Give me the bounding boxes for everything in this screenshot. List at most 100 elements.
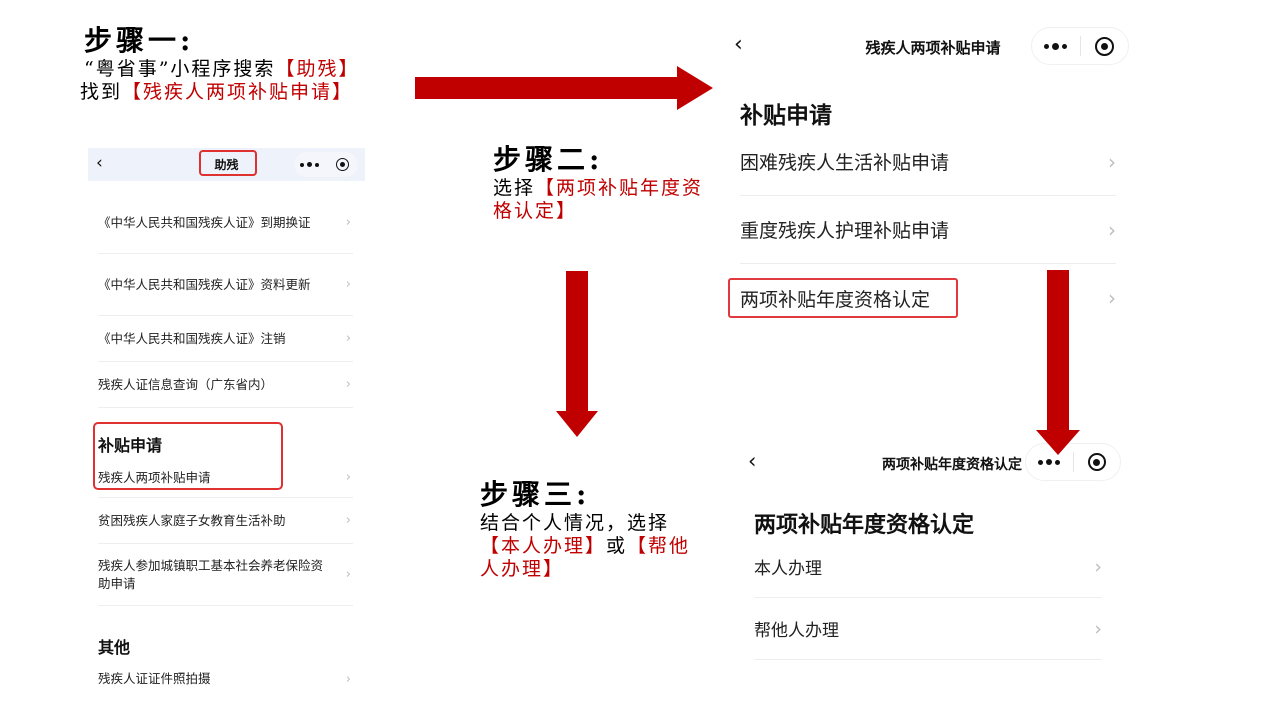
step-one-desc-highlight: 【助残】 (275, 58, 360, 80)
list-item[interactable]: 《中华人民共和国残疾人证》到期换证 › (98, 192, 353, 254)
list-item-label: 残疾人参加城镇职工基本社会养老保险资助申请 (98, 557, 324, 591)
nav-title: 两项补贴年度资格认定 (882, 457, 1022, 473)
step-three-instructions: 步骤三: 结合个人情况，选择【本人办理】或【帮他人办理】 (480, 478, 710, 581)
back-icon[interactable]: ‹ (96, 153, 103, 173)
arrow-right-icon (415, 66, 713, 110)
back-icon[interactable]: ‹ (748, 449, 757, 473)
close-miniprogram-icon[interactable] (1081, 28, 1129, 64)
step-one-instructions: 步骤一: “粤省事”小程序搜索【助残】 找到【残疾人两项补贴申请】 (80, 24, 424, 104)
step-one-desc-line2: 找到【残疾人两项补贴申请】 (80, 81, 424, 104)
list-item-label: 帮他人办理 (754, 621, 839, 641)
more-icon[interactable] (1032, 28, 1080, 64)
close-miniprogram-icon[interactable] (327, 152, 359, 177)
page-heading: 补贴申请 (740, 103, 832, 129)
close-miniprogram-icon[interactable] (1074, 444, 1121, 480)
subsidy-section: 补贴申请 残疾人两项补贴申请 › 贫困残疾人家庭子女教育生活补助 › 残疾人参加… (98, 428, 353, 606)
navigation-bar: ‹ 助残 (88, 148, 365, 181)
navigation-bar: ‹ 两项补贴年度资格认定 (742, 440, 1132, 484)
chevron-right-icon: › (1094, 617, 1102, 640)
list-item-label: 本人办理 (754, 559, 822, 579)
other-section: 其他 残疾人证证件照拍摄 › (98, 630, 353, 694)
step-two-desc-highlight: 【两项补贴年度资格认定】 (493, 177, 704, 222)
chevron-right-icon: › (1108, 149, 1116, 174)
step-three-title: 步骤三: (480, 478, 591, 511)
phone-screen-search-results: ‹ 助残 《中华人民共和国残疾人证》到期换证 › 《中华人民共和国残疾人证》资料… (88, 148, 365, 708)
list-item-annual-qualification[interactable]: 两项补贴年度资格认定 › (740, 264, 1116, 332)
list-item[interactable]: 《中华人民共和国残疾人证》注销 › (98, 316, 353, 362)
chevron-right-icon: › (345, 377, 351, 392)
down-arrow-phone2-to-phone3 (1035, 270, 1081, 456)
chevron-right-icon: › (345, 215, 351, 230)
list-item[interactable]: 残疾人证信息查询（广东省内） › (98, 362, 353, 408)
list-item-nursing-subsidy[interactable]: 重度残疾人护理补贴申请 › (740, 196, 1116, 264)
highlight-box-subsidy (93, 422, 283, 490)
nav-title: 助残 (214, 158, 239, 172)
list-item-label: 两项补贴年度资格认定 (740, 288, 931, 311)
list-item-living-subsidy[interactable]: 困难残疾人生活补贴申请 › (740, 128, 1116, 196)
step-three-desc: 结合个人情况，选择【本人办理】或【帮他人办理】 (480, 512, 710, 581)
chevron-right-icon: › (345, 331, 351, 346)
step-three-highlight-self: 【本人办理】 (480, 535, 607, 557)
chevron-right-icon: › (345, 470, 351, 485)
chevron-right-icon: › (1108, 217, 1116, 242)
chevron-right-icon: › (345, 277, 351, 292)
miniprogram-capsule (1031, 27, 1129, 65)
chevron-right-icon: › (1108, 286, 1116, 310)
chevron-right-icon: › (345, 513, 351, 528)
step-three-highlight-others: 【帮他人办理】 (480, 535, 691, 580)
step-one-desc-text: “粤省事”小程序搜索 (84, 58, 276, 80)
phone-screen-annual-qualification: ‹ 两项补贴年度资格认定 两项补贴年度资格认定 本人办理 › 帮他人办理 › (742, 440, 1132, 680)
list-item-label: 贫困残疾人家庭子女教育生活补助 (98, 512, 286, 528)
list-item-label: 重度残疾人护理补贴申请 (740, 220, 950, 242)
section-title-subsidy: 补贴申请 (98, 436, 163, 455)
nav-title: 残疾人两项补贴申请 (865, 39, 1001, 57)
list-item-label: 残疾人证证件照拍摄 (98, 671, 211, 686)
more-icon[interactable] (294, 152, 326, 177)
highlight-box-title (199, 150, 257, 176)
step-one-desc-text-2: 找到 (80, 81, 123, 103)
list-item[interactable]: 残疾人证证件照拍摄 › (98, 664, 353, 694)
chevron-right-icon: › (345, 567, 351, 582)
back-icon[interactable]: ‹ (734, 32, 743, 57)
list-item-label: 《中华人民共和国残疾人证》到期换证 (98, 214, 311, 230)
step-one-desc-highlight-2: 【残疾人两项补贴申请】 (122, 81, 354, 103)
capsule-divider (1072, 452, 1074, 472)
miniprogram-capsule (1025, 443, 1121, 481)
list-item-self[interactable]: 本人办理 › (754, 536, 1102, 598)
arrow-down-icon (556, 271, 598, 437)
step-one-title: 步骤一: (84, 24, 195, 57)
step-three-desc-text: 结合个人情况，选择 (480, 512, 670, 534)
list-item-two-subsidies[interactable]: 残疾人两项补贴申请 › (98, 458, 353, 498)
list-item[interactable]: 《中华人民共和国残疾人证》资料更新 › (98, 254, 353, 316)
navigation-bar: ‹ 残疾人两项补贴申请 (728, 24, 1138, 68)
list-item-label: 残疾人证信息查询（广东省内） (98, 376, 274, 392)
subsidy-options-list: 困难残疾人生活补贴申请 › 重度残疾人护理补贴申请 › 两项补贴年度资格认定 › (740, 128, 1116, 332)
step-one-desc-line1: “粤省事”小程序搜索【助残】 (84, 58, 424, 81)
list-item-label: 《中华人民共和国残疾人证》资料更新 (98, 276, 311, 292)
down-arrow-step2-to-step3 (555, 271, 599, 439)
step-two-instructions: 步骤二: 选择【两项补贴年度资格认定】 (493, 143, 713, 223)
right-arrow-step1-to-step2 (415, 66, 715, 110)
chevron-right-icon: › (345, 671, 351, 687)
section-title-other: 其他 (98, 638, 131, 657)
more-icon[interactable] (1026, 444, 1073, 480)
list-item-others[interactable]: 帮他人办理 › (754, 598, 1102, 660)
certificate-services-list: 《中华人民共和国残疾人证》到期换证 › 《中华人民共和国残疾人证》资料更新 › … (98, 192, 353, 408)
highlight-box-annual-qualification (728, 278, 958, 318)
step-two-desc-text: 选择 (493, 177, 536, 199)
list-item[interactable]: 残疾人参加城镇职工基本社会养老保险资助申请 › (98, 544, 353, 606)
phone-screen-subsidy-application: ‹ 残疾人两项补贴申请 补贴申请 困难残疾人生活补贴申请 › 重度残疾人护理补贴… (728, 24, 1138, 324)
capsule-divider (1079, 36, 1081, 56)
step-three-desc-or: 或 (606, 535, 628, 557)
chevron-right-icon: › (1094, 555, 1102, 578)
miniprogram-capsule (293, 151, 359, 178)
handling-options-list: 本人办理 › 帮他人办理 › (754, 536, 1102, 660)
list-item[interactable]: 贫困残疾人家庭子女教育生活补助 › (98, 498, 353, 544)
page-heading: 两项补贴年度资格认定 (754, 513, 975, 538)
step-two-desc: 选择【两项补贴年度资格认定】 (493, 177, 713, 223)
list-item-label: 《中华人民共和国残疾人证》注销 (98, 330, 286, 346)
list-item-label: 残疾人两项补贴申请 (98, 469, 211, 485)
step-two-title: 步骤二: (493, 143, 604, 176)
list-item-label: 困难残疾人生活补贴申请 (740, 152, 950, 174)
arrow-down-icon (1036, 270, 1080, 455)
